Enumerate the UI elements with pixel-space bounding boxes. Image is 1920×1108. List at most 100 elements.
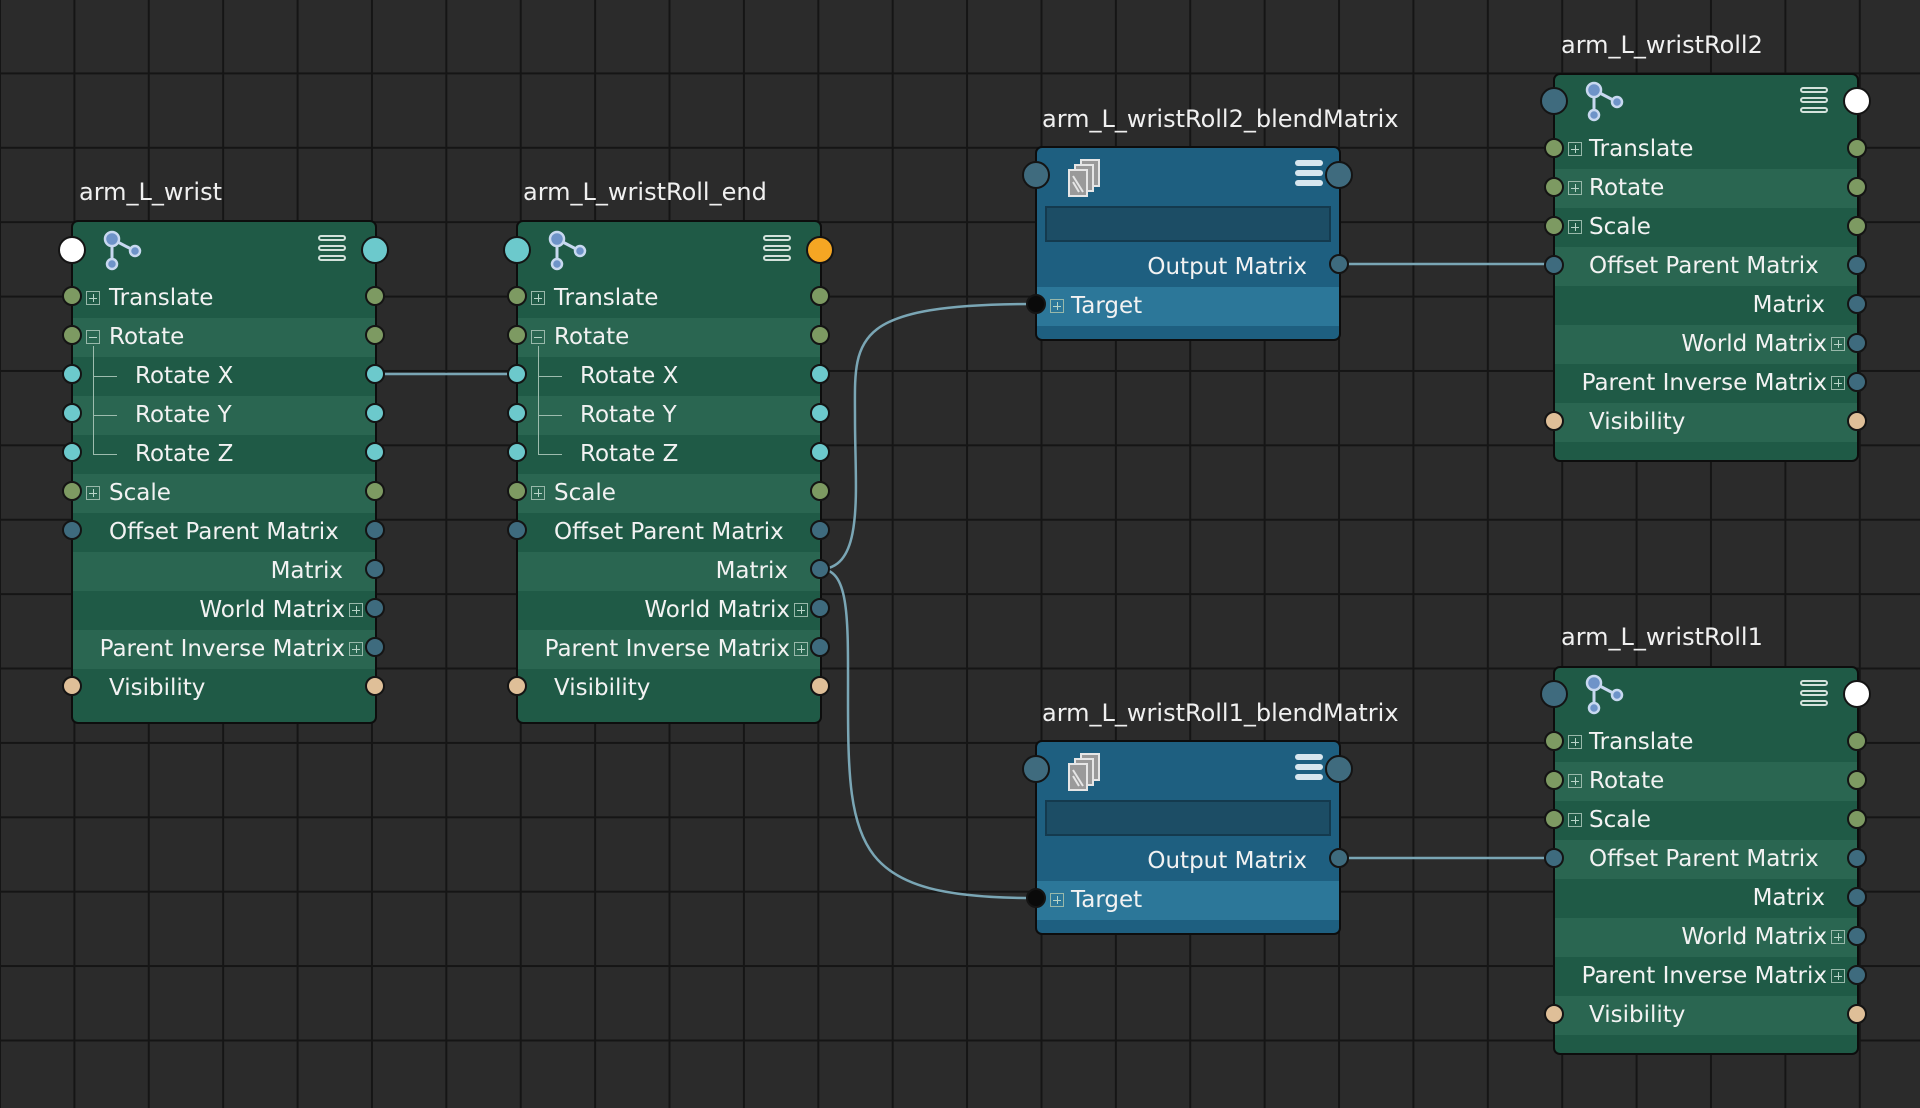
collapse-icon[interactable] [531,330,545,344]
attr-row-scale[interactable]: Scale [73,474,375,513]
node-arm-l-wristroll2-blendmatrix[interactable]: Output Matrix Target [1035,146,1341,341]
expand-icon[interactable] [349,603,363,617]
visibility-output-port[interactable] [365,676,385,696]
scale-input-port[interactable] [62,481,82,501]
translate-input-port[interactable] [507,286,527,306]
scale-output-port[interactable] [365,481,385,501]
matrix-output-port[interactable] [810,559,830,579]
rotate-x-input-port[interactable] [507,364,527,384]
world-matrix-output-port[interactable] [1847,333,1867,353]
rotate-z-input-port[interactable] [62,442,82,462]
scale-input-port[interactable] [1544,216,1564,236]
target-input-port[interactable] [1026,888,1046,908]
parent-inverse-matrix-output-port[interactable] [1847,965,1867,985]
rotate-x-output-port[interactable] [365,364,385,384]
wire-matrix-to-wristroll1-blend-target[interactable] [819,567,1035,900]
expand-icon[interactable] [1568,735,1582,749]
attr-row-translate[interactable]: Translate [1555,130,1857,169]
input-port[interactable] [1022,161,1050,189]
matrix-output-port[interactable] [365,559,385,579]
scale-output-port[interactable] [810,481,830,501]
rotate-z-output-port[interactable] [365,442,385,462]
attr-row-matrix[interactable]: Matrix [73,552,375,591]
visibility-output-port[interactable] [1847,411,1867,431]
menu-icon[interactable] [1800,680,1828,706]
attr-row-translate[interactable]: Translate [73,279,375,318]
expand-icon[interactable] [349,642,363,656]
visibility-input-port[interactable] [1544,411,1564,431]
node-arm-l-wristroll1-blendmatrix[interactable]: Output Matrix Target [1035,740,1341,935]
parent-inverse-matrix-output-port[interactable] [365,637,385,657]
rotate-y-input-port[interactable] [507,403,527,423]
expand-icon[interactable] [1831,337,1845,351]
attr-row-offset-parent-matrix[interactable]: Offset Parent Matrix [73,513,375,552]
attr-row-rotate-x[interactable]: Rotate X [518,357,820,396]
attr-row-visibility[interactable]: Visibility [518,669,820,708]
offset-parent-matrix-output-port[interactable] [810,520,830,540]
attr-row-rotate[interactable]: Rotate [1555,169,1857,208]
translate-input-port[interactable] [62,286,82,306]
visibility-input-port[interactable] [62,676,82,696]
matrix-output-port[interactable] [1847,887,1867,907]
rotate-y-output-port[interactable] [365,403,385,423]
expand-icon[interactable] [1568,774,1582,788]
attr-row-rotate[interactable]: Rotate [73,318,375,357]
translate-input-port[interactable] [1544,731,1564,751]
input-port[interactable] [58,236,86,264]
attr-row-rotate-y[interactable]: Rotate Y [518,396,820,435]
expand-icon[interactable] [1831,969,1845,983]
attr-row-output-matrix[interactable]: Output Matrix [1037,842,1339,881]
attr-row-matrix[interactable]: Matrix [1555,286,1857,325]
attr-row-scale[interactable]: Scale [1555,208,1857,247]
world-matrix-output-port[interactable] [1847,926,1867,946]
rotate-input-port[interactable] [1544,177,1564,197]
matrix-output-port[interactable] [1847,294,1867,314]
parent-inverse-matrix-output-port[interactable] [810,637,830,657]
node-arm-l-wrist[interactable]: Translate Rotate Rotate X Rotate Y Rotat… [71,220,377,724]
menu-icon[interactable] [1295,160,1323,186]
expand-icon[interactable] [794,603,808,617]
parent-inverse-matrix-output-port[interactable] [1847,372,1867,392]
node-header[interactable] [1037,148,1339,198]
translate-output-port[interactable] [1847,731,1867,751]
rotate-x-output-port[interactable] [810,364,830,384]
output-port[interactable] [1325,755,1353,783]
rotate-output-port[interactable] [810,325,830,345]
expand-icon[interactable] [1831,376,1845,390]
offset-parent-matrix-output-port[interactable] [1847,848,1867,868]
attr-row-target[interactable]: Target [1037,881,1339,920]
attr-row-matrix[interactable]: Matrix [518,552,820,591]
attr-row-world-matrix[interactable]: World Matrix [518,591,820,630]
translate-output-port[interactable] [365,286,385,306]
attr-row-rotate[interactable]: Rotate [518,318,820,357]
offset-parent-matrix-output-port[interactable] [1847,255,1867,275]
input-port[interactable] [503,236,531,264]
attr-row-parent-inverse-matrix[interactable]: Parent Inverse Matrix [1555,364,1857,403]
menu-icon[interactable] [763,235,791,261]
node-header[interactable] [1555,75,1857,125]
attr-row-visibility[interactable]: Visibility [1555,996,1857,1035]
attr-row-parent-inverse-matrix[interactable]: Parent Inverse Matrix [518,630,820,669]
menu-icon[interactable] [1800,87,1828,113]
expand-icon[interactable] [1568,142,1582,156]
attr-row-offset-parent-matrix[interactable]: Offset Parent Matrix [1555,840,1857,879]
node-arm-l-wristroll2[interactable]: Translate Rotate Scale Offset Parent Mat… [1553,73,1859,462]
expand-icon[interactable] [1050,893,1064,907]
scale-input-port[interactable] [1544,809,1564,829]
rotate-output-port[interactable] [365,325,385,345]
attr-row-scale[interactable]: Scale [1555,801,1857,840]
attr-row-rotate[interactable]: Rotate [1555,762,1857,801]
input-port[interactable] [1540,87,1568,115]
expand-icon[interactable] [531,291,545,305]
rotate-output-port[interactable] [1847,177,1867,197]
blend-name-field[interactable] [1045,800,1331,836]
translate-output-port[interactable] [1847,138,1867,158]
node-header[interactable] [1037,742,1339,792]
attr-row-visibility[interactable]: Visibility [73,669,375,708]
attr-row-visibility[interactable]: Visibility [1555,403,1857,442]
world-matrix-output-port[interactable] [810,598,830,618]
node-arm-l-wristroll1[interactable]: Translate Rotate Scale Offset Parent Mat… [1553,666,1859,1055]
attr-row-parent-inverse-matrix[interactable]: Parent Inverse Matrix [73,630,375,669]
attr-row-rotate-z[interactable]: Rotate Z [518,435,820,474]
menu-icon[interactable] [318,235,346,261]
